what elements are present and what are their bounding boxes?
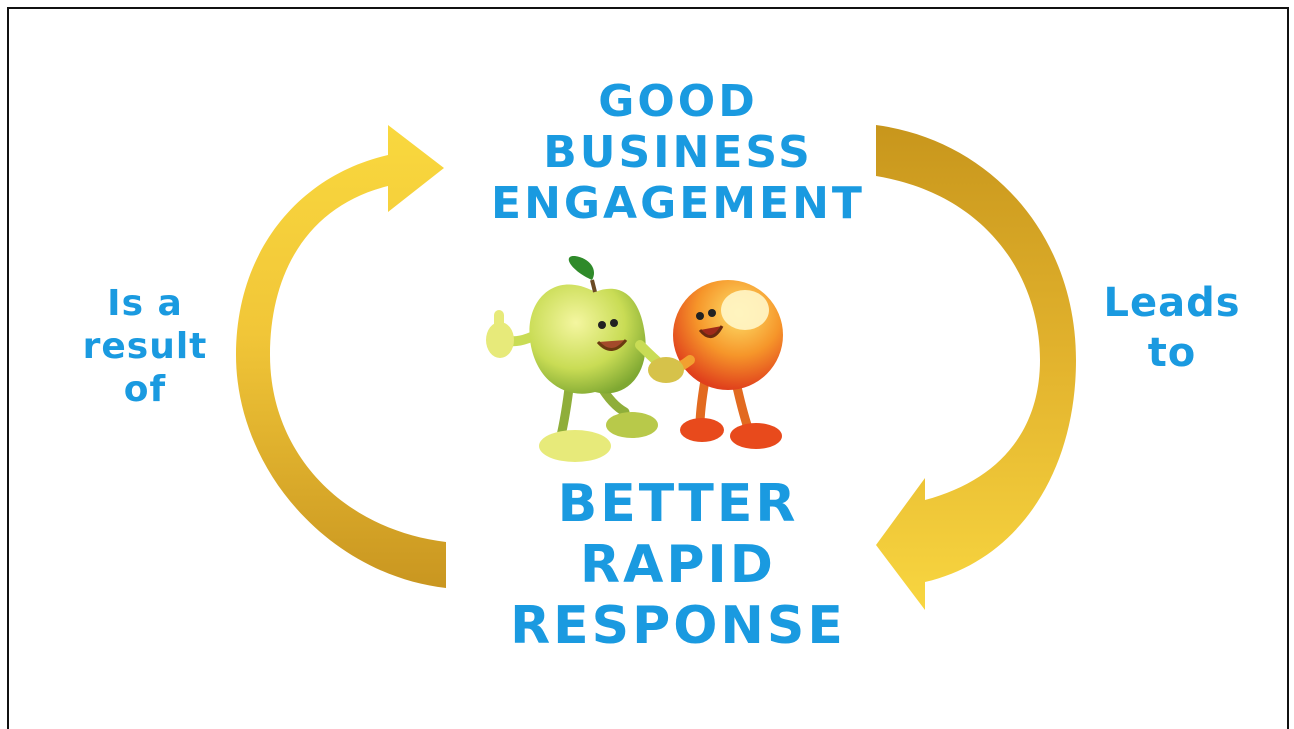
node-good-business-engagement: GOOD BUSINESS ENGAGEMENT — [468, 76, 888, 229]
node-better-rapid-response: BETTER RAPID RESPONSE — [478, 474, 878, 656]
node-line: BUSINESS — [543, 127, 813, 179]
node-line: RESPONSE — [510, 595, 846, 656]
edge-label-line: Is a — [107, 283, 183, 324]
node-line: GOOD — [598, 76, 758, 127]
node-line: RAPID — [580, 534, 776, 595]
node-line: BETTER — [557, 474, 799, 534]
right-cycle-arrow — [876, 125, 1076, 610]
edge-label-line: of — [123, 369, 167, 411]
edge-label-line: Leads — [1103, 280, 1241, 326]
edge-label-line: result — [82, 326, 208, 368]
edge-label-leads-to: Leads to — [1082, 278, 1262, 378]
edge-label-is-a-result-of: Is a result of — [60, 282, 230, 412]
handshake-illustration — [486, 255, 783, 462]
edge-label-line: to — [1147, 330, 1197, 376]
node-line: ENGAGEMENT — [491, 178, 865, 230]
left-cycle-arrow — [236, 125, 446, 588]
